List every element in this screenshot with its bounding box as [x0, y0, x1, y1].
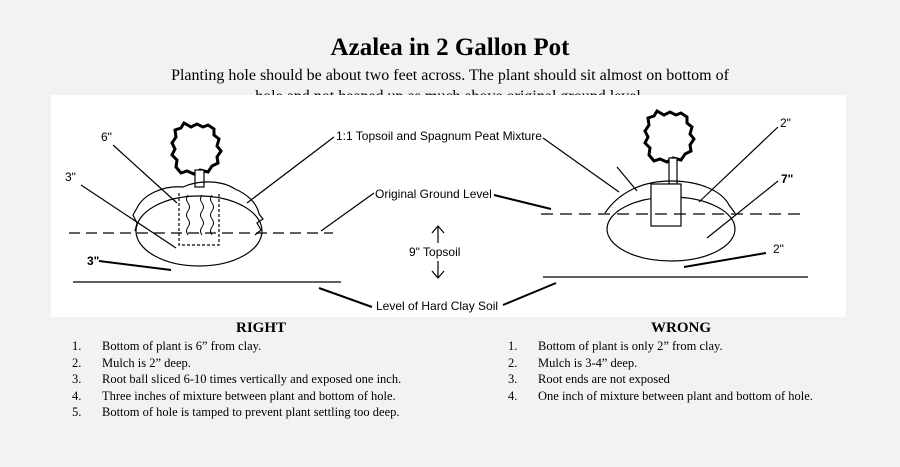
right-root-ball — [650, 183, 682, 227]
leader-clay-left — [318, 287, 373, 308]
left-mulch-mound — [136, 181, 264, 236]
list-item: 1.Bottom of plant is only 2” from clay. — [508, 339, 723, 353]
label-right-2-bottom: 2" — [773, 242, 784, 256]
leader-ground-right — [493, 194, 552, 210]
page-title: Azalea in 2 Gallon Pot — [330, 34, 570, 61]
label-left-3-bottom: 3" — [87, 254, 99, 268]
label-right-2-top: 2" — [780, 116, 791, 130]
leader-mixture-right — [542, 137, 620, 193]
leader-right-7 — [706, 180, 779, 239]
arrow-down-icon — [431, 261, 445, 279]
list-item: 3.Root ends are not exposed — [508, 372, 670, 386]
diagram-panel: 6" 3" 3" 1:1 Topsoil and Spagnum Peat Mi… — [51, 95, 846, 317]
list-item: 1.Bottom of plant is 6” from clay. — [72, 339, 262, 353]
leader-left-3-top — [80, 184, 177, 249]
arrow-up-icon — [431, 225, 445, 243]
label-left-3-top: 3" — [65, 170, 76, 184]
wrong-notes-list: 1.Bottom of plant is only 2” from clay. … — [508, 338, 813, 404]
label-clay-soil: Level of Hard Clay Soil — [376, 299, 498, 313]
right-mulch-mound — [604, 180, 736, 214]
right-notes-list: 1.Bottom of plant is 6” from clay. 2.Mul… — [72, 338, 401, 421]
list-item: 2.Mulch is 2” deep. — [72, 355, 191, 370]
right-heading: RIGHT — [236, 320, 287, 336]
list-item: 2.Mulch is 3-4” deep. — [508, 355, 638, 370]
leader-ground-left — [320, 192, 375, 232]
label-topsoil: 9" Topsoil — [409, 245, 460, 259]
subtitle-line-1: Planting hole should be about two feet a… — [171, 67, 729, 84]
left-root-slices — [186, 194, 214, 236]
left-root-ball — [178, 193, 220, 246]
left-tree-crown-icon — [170, 120, 223, 176]
planting-diagram: 6" 3" 3" 1:1 Topsoil and Spagnum Peat Mi… — [65, 108, 808, 313]
label-left-6: 6" — [101, 130, 112, 144]
list-item: 4.Three inches of mixture between plant … — [72, 388, 396, 403]
left-tree-trunk — [194, 169, 205, 188]
label-mixture: 1:1 Topsoil and Spagnum Peat Mixture — [336, 129, 542, 143]
leader-left-3-bottom — [98, 260, 172, 271]
list-item: 4.One inch of mixture between plant and … — [508, 388, 813, 403]
left-planting-hole — [135, 195, 263, 267]
right-tree-crown-icon — [643, 108, 696, 164]
list-item: 3.Root ball sliced 6-10 times vertically… — [72, 372, 402, 386]
label-right-7: 7" — [781, 172, 793, 186]
list-item: 5.Bottom of hole is tamped to prevent pl… — [72, 405, 400, 419]
leader-mixture-left — [246, 136, 335, 204]
leader-left-6 — [112, 144, 178, 204]
right-tree-trunk — [668, 157, 678, 185]
label-ground-level: Original Ground Level — [375, 187, 492, 201]
leader-clay-right — [502, 282, 557, 306]
wrong-heading: WRONG — [651, 320, 711, 336]
leader-right-2-bottom — [683, 252, 767, 268]
leader-right-2-top-a — [616, 166, 638, 192]
leader-right-2-top — [698, 126, 779, 203]
